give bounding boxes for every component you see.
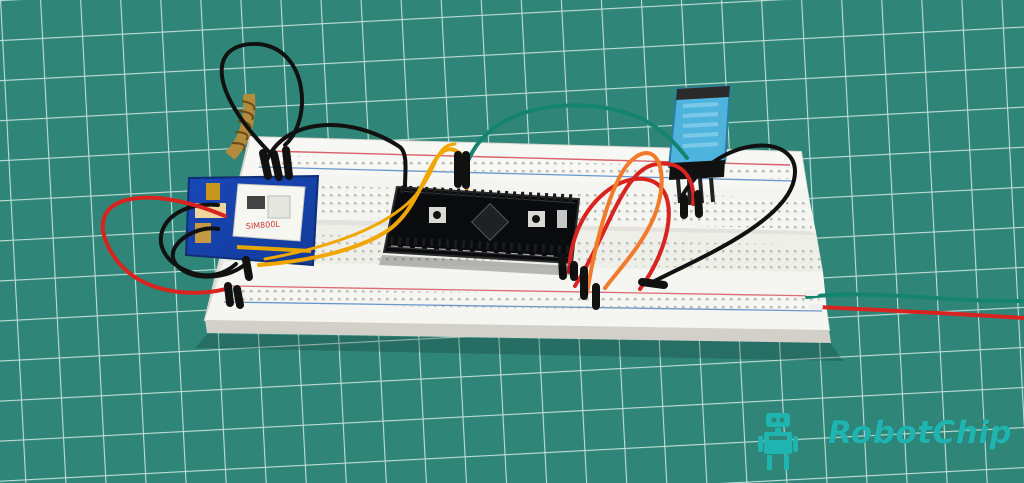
humidity-sensor	[667, 84, 732, 206]
watermark-text: RobotChip	[828, 415, 1013, 451]
antenna-spring	[225, 93, 256, 160]
gsm-module: SIM800L	[184, 174, 320, 267]
wires	[100, 41, 1024, 320]
robotchip-watermark: RobotChip	[750, 405, 1013, 475]
robot-logo-icon	[758, 413, 798, 470]
svg-text:SIM800L: SIM800L	[246, 220, 281, 231]
shadows	[195, 255, 843, 361]
